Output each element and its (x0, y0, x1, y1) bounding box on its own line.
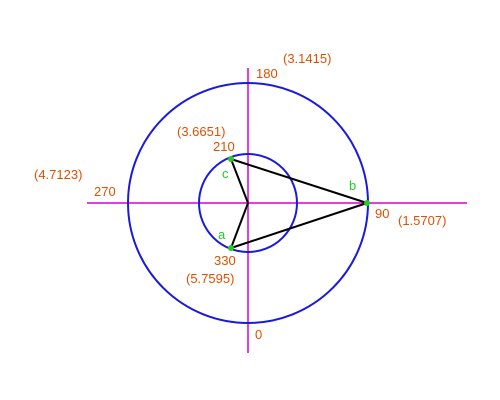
degree-label-0: 0 (255, 327, 262, 342)
radian-label-330: (5.7595) (186, 271, 234, 286)
point-a (228, 245, 234, 251)
inner-circle (198, 153, 298, 253)
point-b (364, 200, 370, 206)
radian-label-180: (3.1415) (283, 51, 331, 66)
radian-label-270: (4.7123) (34, 167, 82, 182)
segment-a-center (230, 202, 249, 249)
degree-label-210: 210 (213, 139, 235, 154)
segment-c-center (230, 158, 249, 204)
point-label-b: b (349, 178, 356, 193)
degree-label-180: 180 (256, 66, 278, 81)
degree-label-90: 90 (375, 206, 389, 221)
degree-label-330: 330 (214, 253, 236, 268)
segment-a-b (230, 202, 368, 249)
radian-label-210: (3.6651) (177, 124, 225, 139)
point-label-c: c (222, 166, 229, 181)
triangle (230, 158, 368, 249)
point-c (228, 156, 234, 162)
segment-c-b (230, 158, 368, 204)
degree-label-270: 270 (94, 184, 116, 199)
radian-label-90: (1.5707) (398, 213, 446, 228)
point-label-a: a (218, 227, 226, 242)
